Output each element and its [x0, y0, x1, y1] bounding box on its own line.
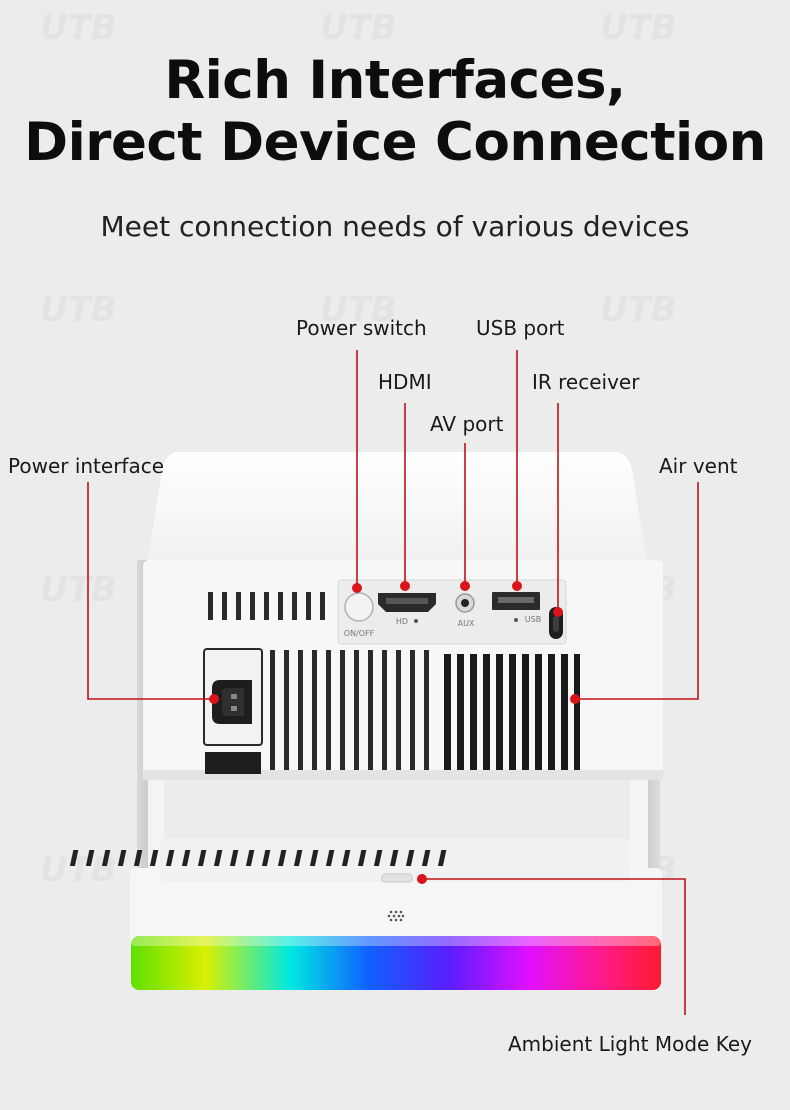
- usb-label: USB: [525, 615, 541, 624]
- label-air-vent: Air vent: [659, 454, 738, 478]
- label-usb-port: USB port: [476, 316, 565, 340]
- on-off-label: ON/OFF: [344, 629, 375, 638]
- page-title-line-1: Rich Interfaces,: [164, 50, 626, 111]
- projector-top: [145, 452, 650, 580]
- page-subtitle: Meet connection needs of various devices: [100, 210, 690, 243]
- callout-dots: [209, 581, 580, 884]
- power-switch-button: [344, 592, 374, 622]
- label-power-interface: Power interface: [8, 454, 165, 478]
- ambient-light-key: [381, 873, 413, 883]
- left-vent-slats: [208, 592, 429, 770]
- hd-label: HD: [396, 617, 408, 626]
- base-vent-slats: [69, 850, 447, 866]
- label-ambient-light-key: Ambient Light Mode Key: [508, 1032, 752, 1056]
- page-title-line-2: Direct Device Connection: [24, 112, 766, 173]
- label-av-port: AV port: [430, 412, 504, 436]
- air-vent-slats: [444, 654, 580, 770]
- label-hdmi: HDMI: [378, 370, 432, 394]
- ambient-light-strip: [131, 936, 661, 990]
- speaker-holes: [387, 910, 405, 922]
- base-top: [130, 868, 662, 948]
- aux-label: AUX: [458, 619, 475, 628]
- callout-lines: [87, 350, 699, 1015]
- label-ir-receiver: IR receiver: [532, 370, 640, 394]
- label-power-switch: Power switch: [296, 316, 427, 340]
- bottom-slot: [205, 752, 261, 774]
